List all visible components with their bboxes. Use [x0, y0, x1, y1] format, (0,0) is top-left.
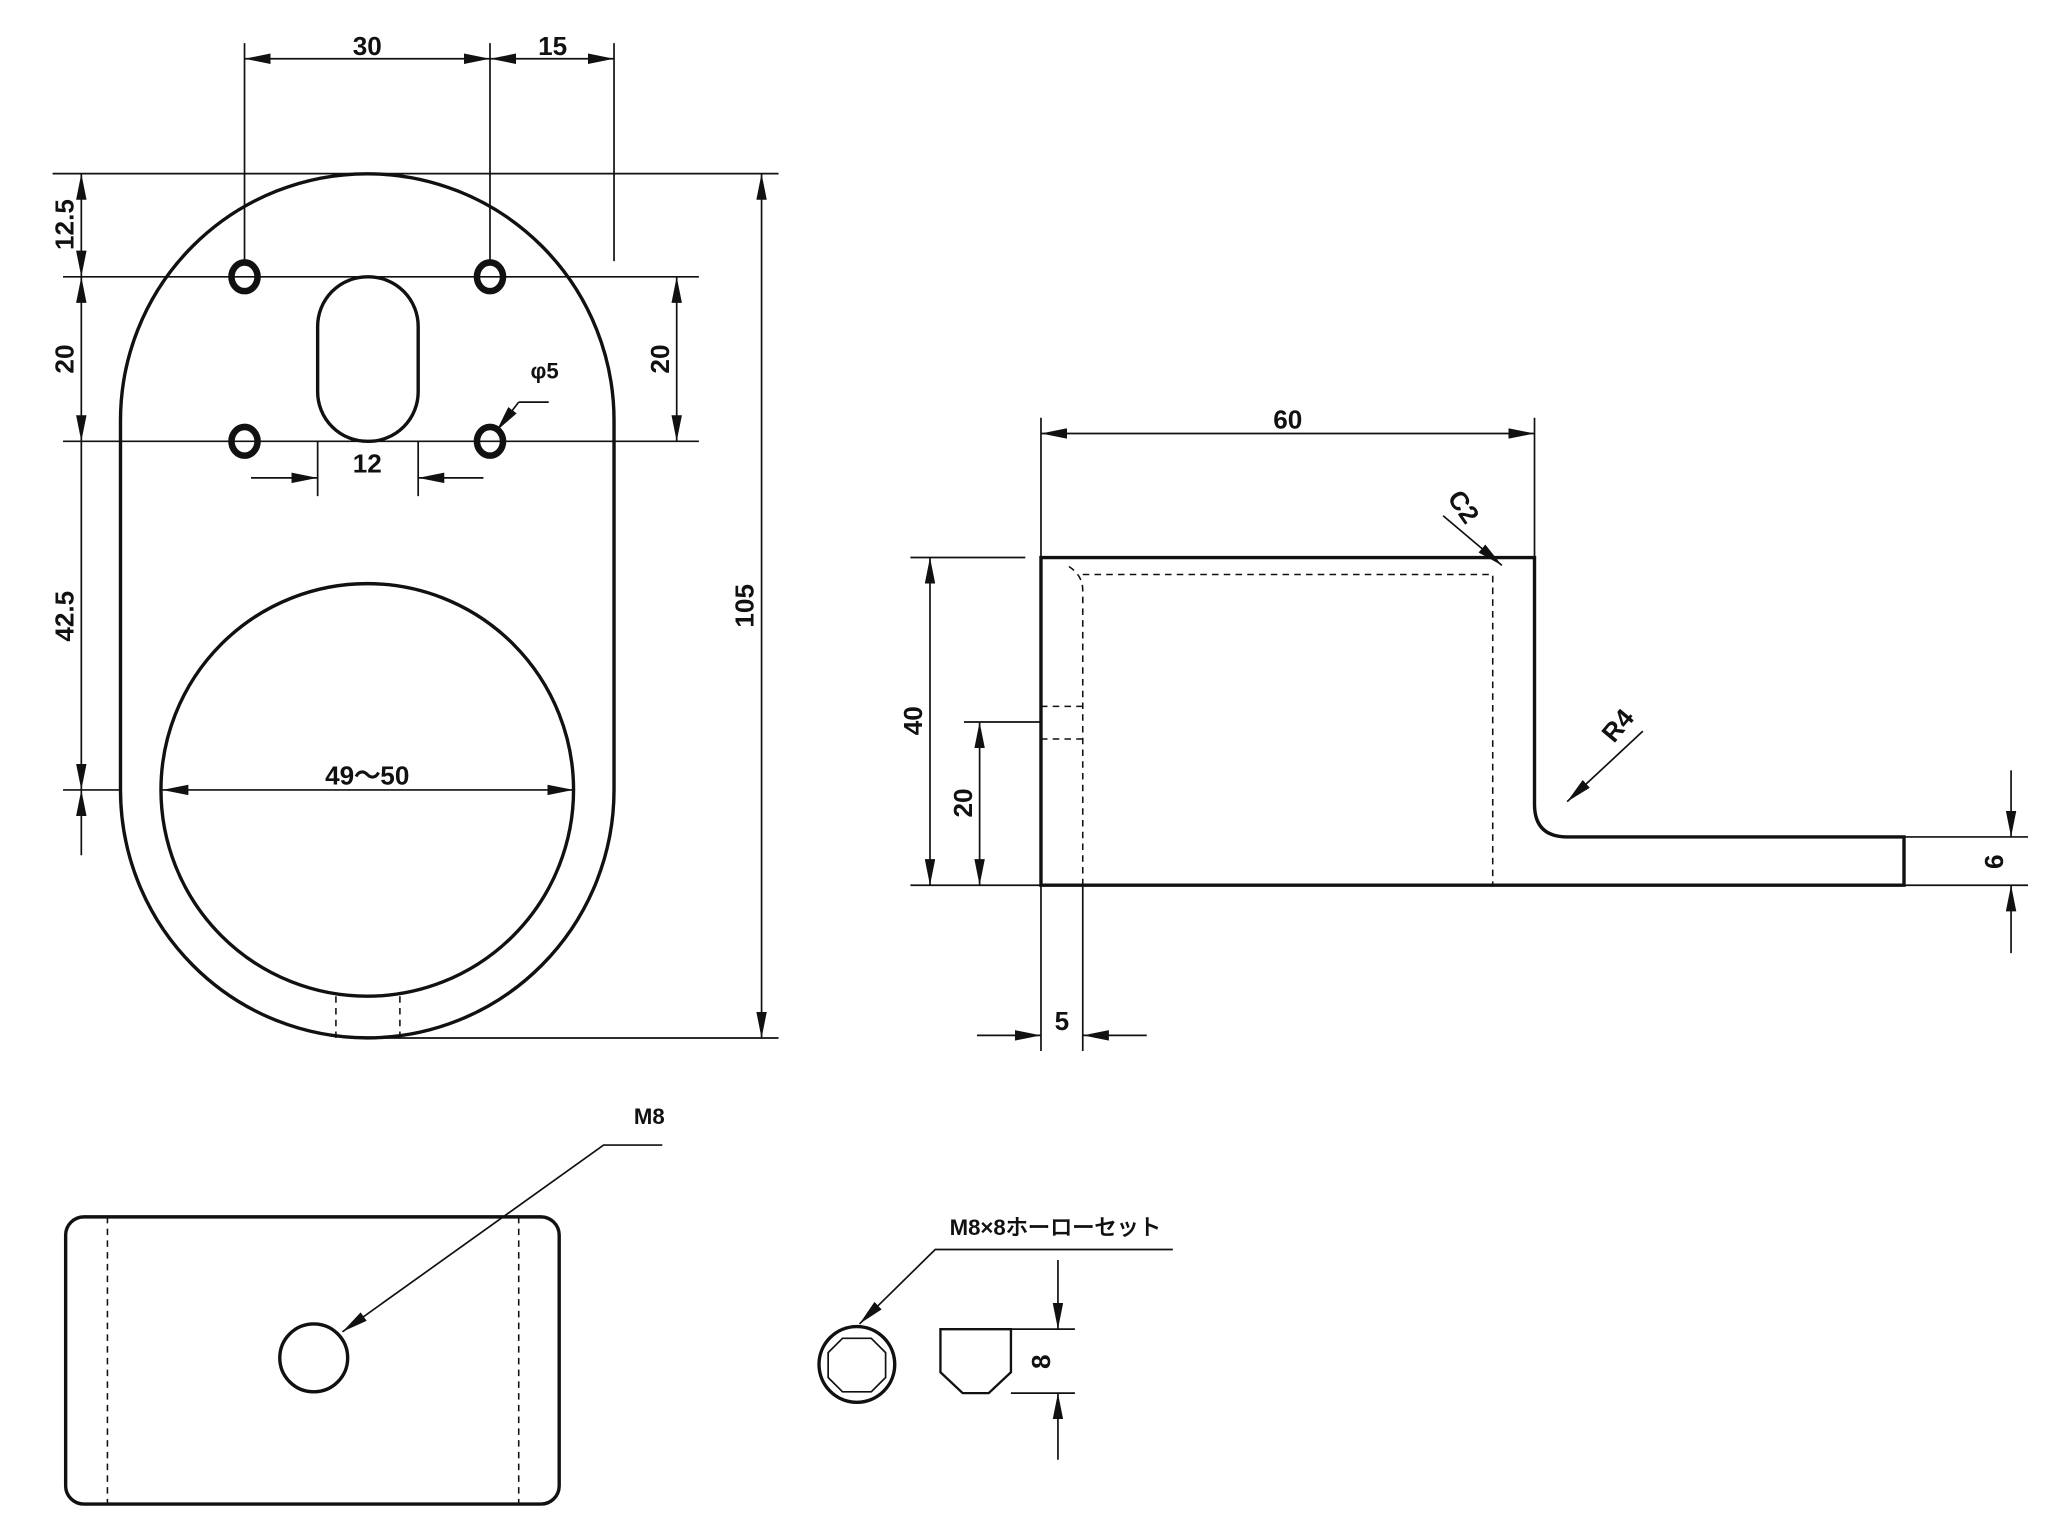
dim-top-offset: 12.5	[49, 199, 79, 250]
bracket-bottom-outline	[63, 1215, 561, 1506]
side-dimension-lines	[924, 428, 2017, 1041]
bore-hidden-lines	[1066, 564, 1494, 886]
bottom-view: M8	[63, 1104, 665, 1506]
dim-hole-spacing-v-right: 20	[645, 345, 675, 374]
dim-hole-edge: 15	[538, 31, 567, 61]
threaded-hole	[278, 1322, 350, 1394]
dim-hole-spacing-v-left: 20	[49, 345, 79, 374]
dim-bore-diameter: 49〜50	[325, 761, 409, 791]
center-slot	[315, 275, 420, 444]
set-screw-label: M8×8ホーローセット	[950, 1215, 1161, 1240]
dim-screw-length: 8	[1026, 1355, 1056, 1370]
dimension-lines	[76, 53, 767, 1038]
leader-line	[858, 1248, 1173, 1325]
screw-hidden-lines	[1040, 705, 1083, 740]
dim-screw-height: 20	[948, 788, 978, 817]
side-view: 60 C2 40 20 R4 6 5	[898, 404, 2029, 1052]
dim-width: 60	[1273, 404, 1302, 434]
dim-wall: 5	[1055, 1006, 1070, 1036]
side-extension-lines	[910, 417, 2029, 1052]
dim-center-offset: 42.5	[49, 591, 79, 642]
dim-total-height: 105	[730, 584, 760, 628]
set-screw: M8×8ホーローセット 8	[817, 1215, 1173, 1460]
dim-hole-diameter: φ5	[530, 359, 558, 384]
extension-lines	[52, 43, 779, 1039]
plate-outline	[118, 171, 616, 1040]
dim-thickness: 6	[1979, 854, 2009, 869]
dim-chamfer: C2	[1442, 484, 1486, 529]
mounting-holes	[228, 259, 507, 459]
hex-socket-icon	[827, 1337, 887, 1393]
set-screw-end-view	[817, 1324, 897, 1404]
bracket-profile	[1039, 555, 1906, 887]
thread-label: M8	[634, 1104, 665, 1129]
front-view: 30 15 12.5 20 20 φ5 12 42.5 49〜50 105	[49, 31, 779, 1040]
bore-circle	[159, 581, 576, 998]
set-screw-side-view	[939, 1327, 1013, 1395]
dim-hole-spacing-h: 30	[353, 31, 382, 61]
dim-height: 40	[898, 706, 928, 735]
dim-slot-width: 12	[353, 449, 382, 479]
leader-line	[341, 1144, 663, 1333]
